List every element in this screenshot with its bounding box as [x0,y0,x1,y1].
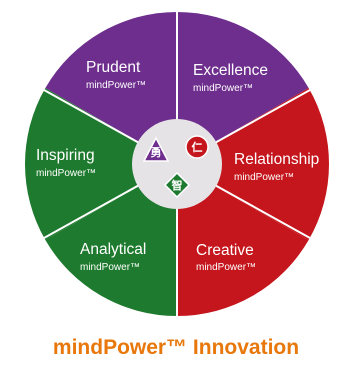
courage-character: 勇 [151,146,162,159]
wedge-analytical [24,88,177,240]
wedge-inspiring [45,12,178,164]
wedge-relationship [177,164,309,316]
wedge-creative [45,164,178,316]
creative-label: Creative [196,242,254,259]
wisdom-character: 智 [172,178,183,192]
courage-badge: 勇 [142,136,170,162]
page-caption: mindPower™ Innovation [52,336,300,359]
inspiring-sublabel: mindPower™ [36,168,96,179]
prudent-label: Prudent [86,59,141,76]
relationship-label: Relationship [234,151,319,168]
wedge-prudent [177,12,309,164]
segment-analytical: Analytical mindPower™ [80,241,146,273]
prudent-sublabel: mindPower™ [86,80,146,91]
wedge-excellence [177,88,329,240]
benevolence-character: 仁 [192,140,203,154]
segment-inspiring: Inspiring mindPower™ [36,147,96,179]
wheel-segments [24,12,329,316]
excellence-sublabel: mindPower™ [193,83,253,94]
creative-sublabel: mindPower™ [196,262,256,273]
analytical-sublabel: mindPower™ [80,262,140,273]
segment-creative: Creative mindPower™ [196,242,256,273]
segment-relationship: Relationship mindPower™ [234,151,319,183]
mindpower-wheel: 勇 仁 智 Prudent mindPower™ Excellence mind… [24,12,329,316]
segment-prudent: Prudent mindPower™ [86,59,146,91]
benevolence-badge: 仁 [185,135,209,159]
wisdom-badge: 智 [163,171,191,199]
relationship-sublabel: mindPower™ [234,172,294,183]
segment-excellence: Excellence mindPower™ [193,62,268,94]
analytical-label: Analytical [80,241,146,258]
inspiring-label: Inspiring [36,147,95,164]
excellence-label: Excellence [193,62,268,79]
